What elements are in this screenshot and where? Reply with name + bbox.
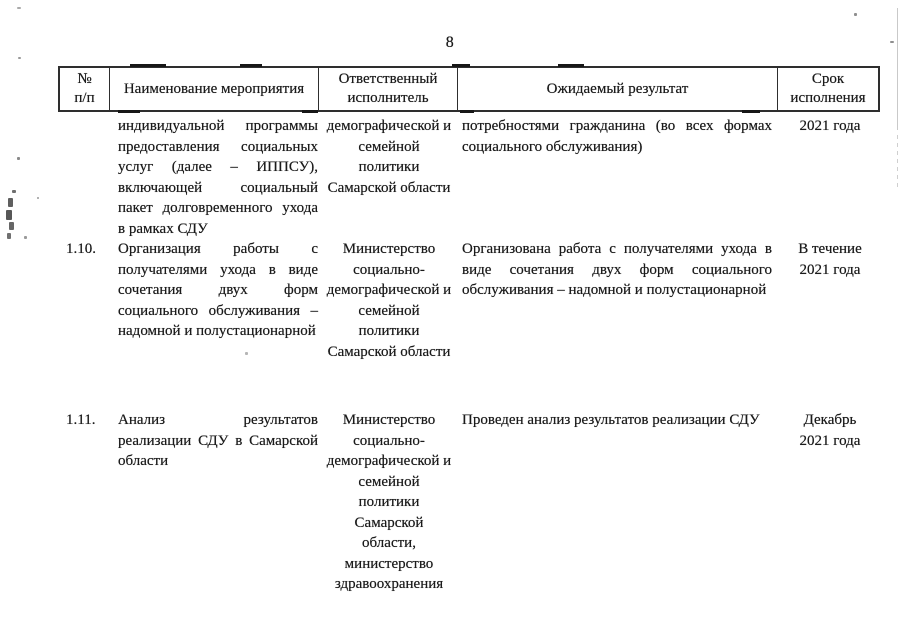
scan-artifact bbox=[6, 210, 12, 220]
scan-artifact bbox=[9, 222, 14, 230]
scan-artifact bbox=[18, 57, 21, 59]
scan-artifact bbox=[854, 13, 857, 16]
scan-artifact bbox=[17, 7, 21, 9]
row-number: 1.10. bbox=[66, 241, 96, 257]
cell-deadline: Декабрь 2021 года bbox=[799, 412, 861, 449]
page-number: 8 bbox=[445, 34, 455, 51]
cell-expected-result: Проведен анализ результатов реализации С… bbox=[462, 412, 760, 428]
scan-artifact bbox=[897, 8, 898, 130]
table-header-row: № п/п Наименование мероприятия Ответстве… bbox=[58, 66, 880, 112]
column-header-executor: Ответственный исполнитель bbox=[319, 68, 458, 110]
cell-expected-result: потребностями гражданина (во всех формах… bbox=[462, 118, 772, 155]
scan-artifact bbox=[558, 64, 584, 67]
column-header-number: № п/п bbox=[60, 68, 110, 110]
column-header-name: Наименование мероприятия bbox=[110, 68, 319, 110]
cell-deadline: 2021 года bbox=[799, 118, 861, 134]
scan-artifact bbox=[118, 110, 140, 113]
scan-artifact bbox=[24, 236, 27, 239]
scan-artifact bbox=[897, 135, 898, 188]
scan-artifact bbox=[452, 64, 470, 67]
column-header-result: Ожидаемый результат bbox=[458, 68, 778, 110]
scan-artifact bbox=[302, 110, 318, 113]
scan-artifact bbox=[460, 110, 474, 113]
scan-artifact bbox=[890, 41, 894, 43]
cell-executor: Министерство социально- демографической … bbox=[326, 412, 452, 592]
cell-executor: демографической и семейной политики Сама… bbox=[326, 118, 452, 196]
scan-artifact bbox=[12, 190, 16, 193]
scan-artifact bbox=[7, 233, 11, 239]
scan-artifact bbox=[245, 352, 248, 355]
cell-deadline: В течение 2021 года bbox=[798, 241, 862, 278]
scan-artifact bbox=[240, 64, 262, 67]
column-header-deadline: Срок исполнения bbox=[790, 71, 866, 106]
cell-expected-result: Организована работа с получателями ухода… bbox=[462, 241, 772, 298]
scan-artifact bbox=[37, 197, 39, 199]
scan-artifact bbox=[742, 110, 760, 113]
scan-artifact bbox=[130, 64, 166, 67]
cell-executor: Министерство социально- демографической … bbox=[326, 241, 452, 360]
scan-artifact bbox=[8, 198, 13, 207]
row-number: 1.11. bbox=[66, 412, 96, 428]
scan-artifact bbox=[17, 157, 20, 160]
